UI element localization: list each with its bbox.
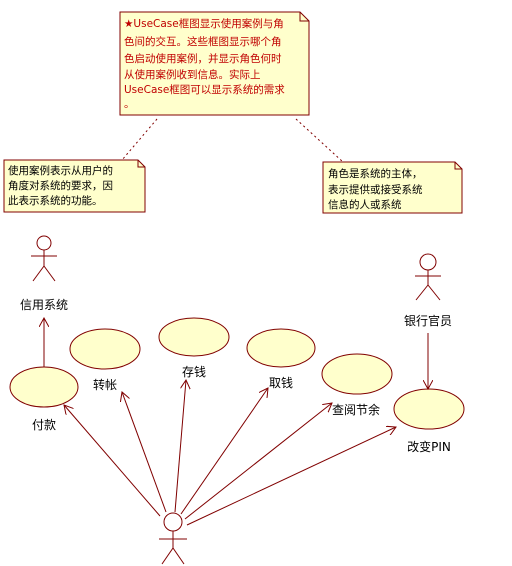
actor-credit-system[interactable]: 信用系统 xyxy=(20,235,68,312)
use-case-change-pin[interactable]: 改变PIN xyxy=(393,388,465,454)
svg-text:从使用案例收到信息。实际上: 从使用案例收到信息。实际上 xyxy=(124,68,261,81)
note-right-line: 角色是系统的主体， xyxy=(328,167,423,180)
actor-icon xyxy=(31,235,57,282)
use-case-label: 存钱 xyxy=(182,364,206,379)
svg-text:UseCase框图可以显示系统的需求: UseCase框图可以显示系统的需求 xyxy=(124,83,285,96)
use-case-transfer[interactable]: 转帐 xyxy=(69,328,141,392)
arrow-customer-to-deposit xyxy=(174,380,186,513)
svg-text:★UseCase框图显示使用案例与角: ★UseCase框图显示使用案例与角 xyxy=(124,17,284,30)
note-top-line: 从使用案例收到信息。实际上 xyxy=(124,68,261,81)
use-case-label: 取钱 xyxy=(269,375,293,390)
use-case-withdraw[interactable]: 取钱 xyxy=(246,328,316,390)
note-top-line: 色间的交互。这些框图显示哪个角 xyxy=(124,35,282,48)
svg-text:色间的交互。这些框图显示哪个角: 色间的交互。这些框图显示哪个角 xyxy=(124,35,282,48)
svg-text:角色是系统的主体，: 角色是系统的主体， xyxy=(328,167,423,180)
svg-text:表示提供或接受系统: 表示提供或接受系统 xyxy=(328,183,423,196)
use-case-pay[interactable]: 付款 xyxy=(9,366,79,432)
actor-icon xyxy=(159,512,187,565)
note-right-line: 信息的人或系统 xyxy=(328,198,402,211)
arrow-customer-to-change-pin xyxy=(186,427,396,526)
use-case-label: 转帐 xyxy=(93,377,117,392)
actor-label: 信用系统 xyxy=(20,298,68,312)
note-top-line: 。 xyxy=(124,98,135,110)
svg-text:信息的人或系统: 信息的人或系统 xyxy=(328,198,402,211)
note-left[interactable]: 使用案例表示从用户的 角度对系统的要求，因 此表示系统的功能。 xyxy=(3,159,146,213)
note-top-line: UseCase框图可以显示系统的需求 xyxy=(124,83,285,96)
actor-icon xyxy=(415,253,441,301)
use-case-label: 查阅节余 xyxy=(332,402,380,417)
note-left-line: 角度对系统的要求，因 xyxy=(8,179,113,192)
use-case-label: 付款 xyxy=(32,418,56,432)
arrow-customer-to-query-balance xyxy=(184,403,332,520)
note-top[interactable]: ★UseCase框图显示使用案例与角 色间的交互。这些框图显示哪个角 色启动使用… xyxy=(119,11,310,116)
svg-text:使用案例表示从用户的: 使用案例表示从用户的 xyxy=(8,164,113,177)
svg-text:。: 。 xyxy=(124,98,135,110)
note-top-line: ★UseCase框图显示使用案例与角 xyxy=(124,17,284,30)
svg-text:色启动使用案例，并显示角色何时: 色启动使用案例，并显示角色何时 xyxy=(124,52,282,65)
use-case-query-balance[interactable]: 查阅节余 xyxy=(321,353,393,417)
note-right-line: 表示提供或接受系统 xyxy=(328,183,423,196)
actor-bank-officer[interactable]: 银行官员 xyxy=(404,253,452,328)
svg-text:此表示系统的功能。: 此表示系统的功能。 xyxy=(8,194,103,207)
note-right[interactable]: 角色是系统的主体， 表示提供或接受系统 信息的人或系统 xyxy=(322,161,463,214)
use-case-label: 改变PIN xyxy=(407,439,451,454)
actor-label: 银行官员 xyxy=(404,313,452,328)
svg-text:角度对系统的要求，因: 角度对系统的要求，因 xyxy=(8,179,113,192)
arrow-customer-to-transfer xyxy=(122,392,167,513)
use-case-deposit[interactable]: 存钱 xyxy=(158,317,230,379)
note-connector-left xyxy=(121,118,158,161)
arrow-customer-to-pay xyxy=(64,405,161,517)
note-left-line: 使用案例表示从用户的 xyxy=(8,164,113,177)
note-left-line: 此表示系统的功能。 xyxy=(8,194,103,207)
note-connector-right xyxy=(295,118,344,163)
actor-customer[interactable] xyxy=(159,512,187,565)
arrow-customer-to-withdraw xyxy=(180,388,268,515)
note-top-line: 色启动使用案例，并显示角色何时 xyxy=(124,52,282,65)
